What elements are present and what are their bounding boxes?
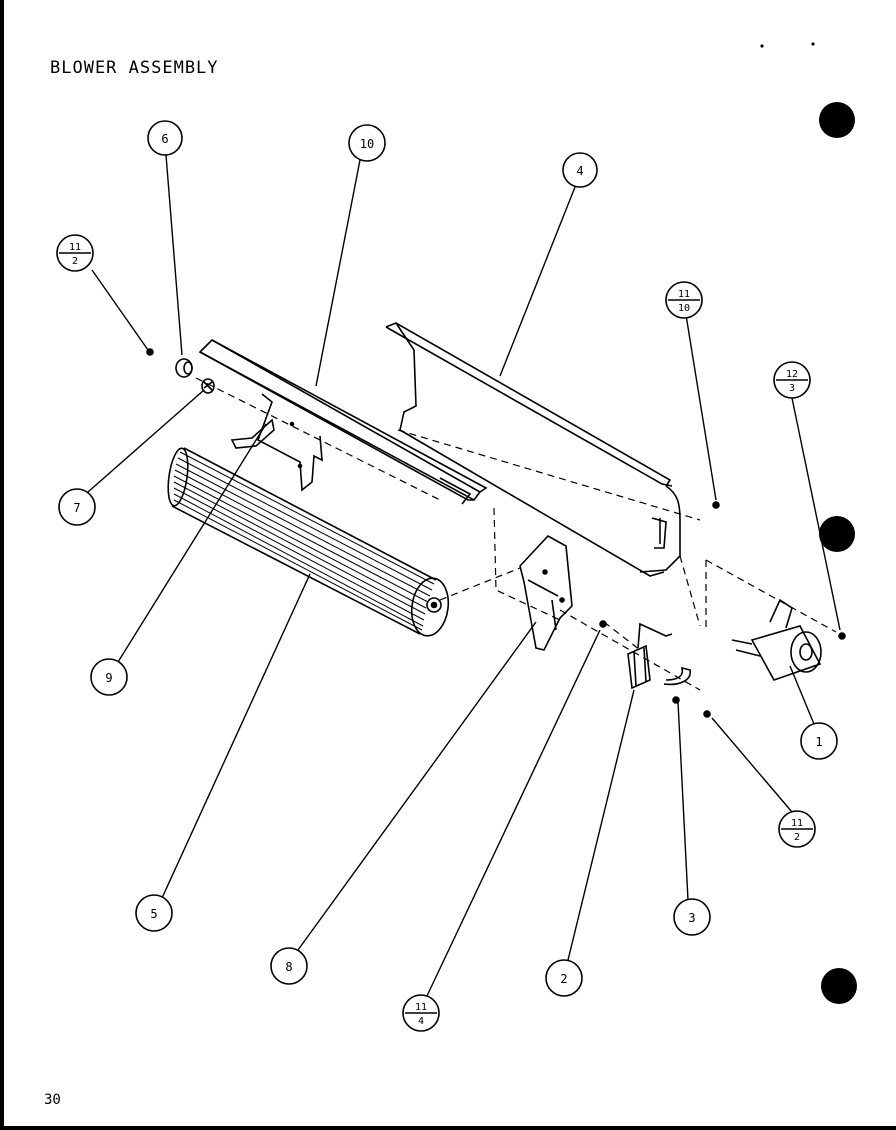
split-callout-top: 11	[791, 818, 803, 829]
callout-label-4: 4	[576, 164, 583, 178]
callout-label-10: 10	[360, 137, 374, 151]
leader-lines	[87, 154, 841, 999]
screw	[838, 632, 846, 640]
page-number: 30	[44, 1092, 61, 1108]
callout-label-6: 6	[161, 132, 168, 146]
screw	[703, 710, 711, 718]
screw	[672, 696, 680, 704]
screw	[712, 501, 720, 509]
callout-ring-9	[90, 658, 128, 696]
callout-label-3: 3	[688, 911, 695, 925]
binder-hole	[819, 102, 855, 138]
speck	[760, 44, 764, 48]
strap-part-3	[663, 666, 691, 686]
split-callout-top: 11	[415, 1002, 427, 1013]
callout-label-5: 5	[150, 907, 157, 921]
split-callout-bottom: 2	[794, 832, 800, 843]
screw	[599, 620, 607, 628]
collar-part-7	[201, 378, 215, 394]
screw	[146, 348, 154, 356]
callout-ring-2	[545, 959, 583, 997]
capacitor-part-2	[627, 622, 673, 690]
binder-hole	[821, 968, 857, 1004]
callout-label-9: 9	[105, 671, 112, 685]
split-callout-bottom: 2	[72, 256, 78, 267]
motor-part-1	[731, 598, 822, 681]
callout-ring-3	[673, 898, 711, 936]
split-callout-top: 12	[786, 369, 798, 380]
motor-bracket-part-8	[519, 534, 573, 651]
split-callout-bottom: 4	[418, 1016, 424, 1027]
callout-ring-1	[800, 722, 838, 760]
bearing-part-6	[175, 358, 193, 378]
split-callout-bottom: 10	[678, 303, 690, 314]
callout-ring-7	[58, 488, 96, 526]
callout-label-8: 8	[285, 960, 292, 974]
assembly-lines	[195, 377, 837, 691]
diagram-title: BLOWER ASSEMBLY	[50, 58, 219, 78]
callout-ring-4	[562, 152, 598, 188]
blower-wheel-part-5	[167, 447, 450, 637]
callout-ring-6	[147, 120, 183, 156]
split-callout-bottom: 3	[789, 383, 795, 394]
callout-ring-10	[348, 124, 386, 162]
callout-ring-5	[135, 894, 173, 932]
callout-label-1: 1	[815, 735, 822, 749]
callout-label-7: 7	[73, 501, 80, 515]
split-callout-top: 11	[69, 242, 81, 253]
split-callout-top: 11	[678, 289, 690, 300]
binder-hole	[819, 516, 855, 552]
housing-panel-part-4	[385, 322, 681, 577]
housing-panel-part-10	[198, 339, 488, 505]
callout-label-2: 2	[560, 972, 567, 986]
bracket-part-9	[230, 418, 275, 449]
speck	[811, 42, 815, 46]
callout-ring-8	[270, 947, 308, 985]
